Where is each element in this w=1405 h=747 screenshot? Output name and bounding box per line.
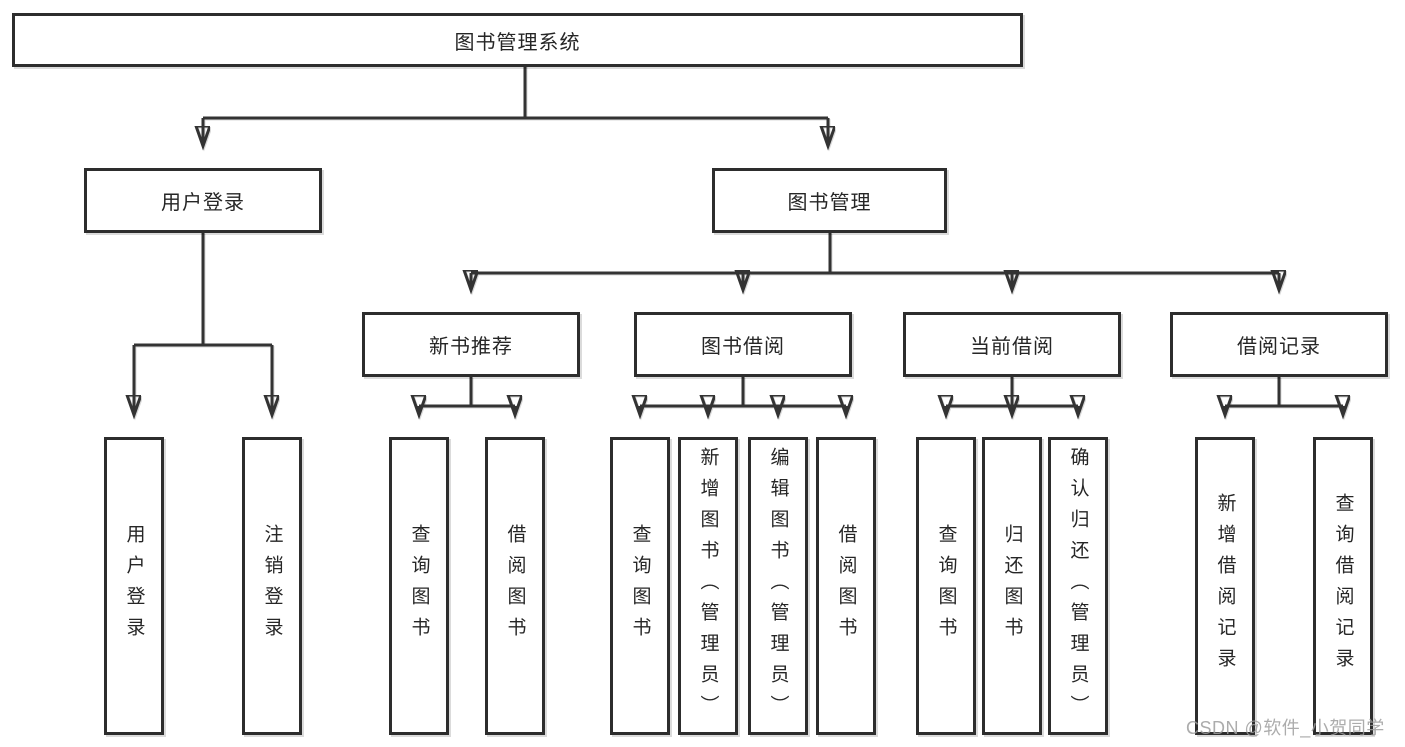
leaf-user-login: 用户登录 (104, 437, 164, 735)
leaf-return-book-label: 归还图书 (1001, 524, 1023, 648)
node-root-label: 图书管理系统 (454, 31, 581, 54)
node-new-book-rec: 新书推荐 (362, 312, 580, 377)
leaf-return-book: 归还图书 (982, 437, 1042, 735)
leaf-borrow-book-label: 借阅图书 (835, 524, 857, 648)
node-current-borrow-label: 当前借阅 (970, 336, 1054, 358)
node-user-login: 用户登录 (84, 168, 322, 233)
leaf-add-borrow-record-label: 新增借阅记录 (1214, 493, 1236, 679)
leaf-confirm-return-admin-label: 确认归还（管理员） (1067, 446, 1089, 726)
leaf-borrow-book: 借阅图书 (816, 437, 876, 735)
node-user-login-label: 用户登录 (161, 192, 245, 214)
leaf-borrow-book-rec: 借阅图书 (485, 437, 545, 735)
node-current-borrow: 当前借阅 (903, 312, 1121, 377)
node-new-book-rec-label: 新书推荐 (429, 336, 513, 358)
node-borrow-records-label: 借阅记录 (1237, 336, 1321, 358)
leaf-add-borrow-record: 新增借阅记录 (1195, 437, 1255, 735)
leaf-edit-book-admin: 编辑图书（管理员） (748, 437, 808, 735)
node-root: 图书管理系统 (12, 13, 1023, 67)
leaf-add-book-admin-label: 新增图书（管理员） (697, 446, 719, 726)
leaf-query-borrow-record: 查询借阅记录 (1313, 437, 1373, 735)
leaf-query-book-current-label: 查询图书 (935, 524, 957, 648)
leaf-user-login-label: 用户登录 (123, 524, 145, 648)
watermark: CSDN @软件_小贺同学 (1186, 718, 1385, 738)
leaf-query-book-borrow: 查询图书 (610, 437, 670, 735)
node-book-mgmt: 图书管理 (712, 168, 947, 233)
leaf-logout: 注销登录 (242, 437, 302, 735)
node-book-mgmt-label: 图书管理 (787, 192, 872, 214)
leaf-add-book-admin: 新增图书（管理员） (678, 437, 738, 735)
node-book-borrow-label: 图书借阅 (701, 336, 785, 358)
leaf-logout-label: 注销登录 (261, 524, 283, 648)
leaf-edit-book-admin-label: 编辑图书（管理员） (767, 446, 789, 726)
leaf-query-book-borrow-label: 查询图书 (629, 524, 651, 648)
node-borrow-records: 借阅记录 (1170, 312, 1388, 377)
leaf-query-book-current: 查询图书 (916, 437, 976, 735)
leaf-confirm-return-admin: 确认归还（管理员） (1048, 437, 1108, 735)
leaf-query-book-rec-label: 查询图书 (408, 524, 430, 648)
node-book-borrow: 图书借阅 (634, 312, 852, 377)
leaf-query-borrow-record-label: 查询借阅记录 (1332, 493, 1354, 679)
connector-trunks (134, 66, 1343, 408)
leaf-query-book-rec: 查询图书 (389, 437, 449, 735)
leaf-borrow-book-rec-label: 借阅图书 (504, 524, 526, 648)
